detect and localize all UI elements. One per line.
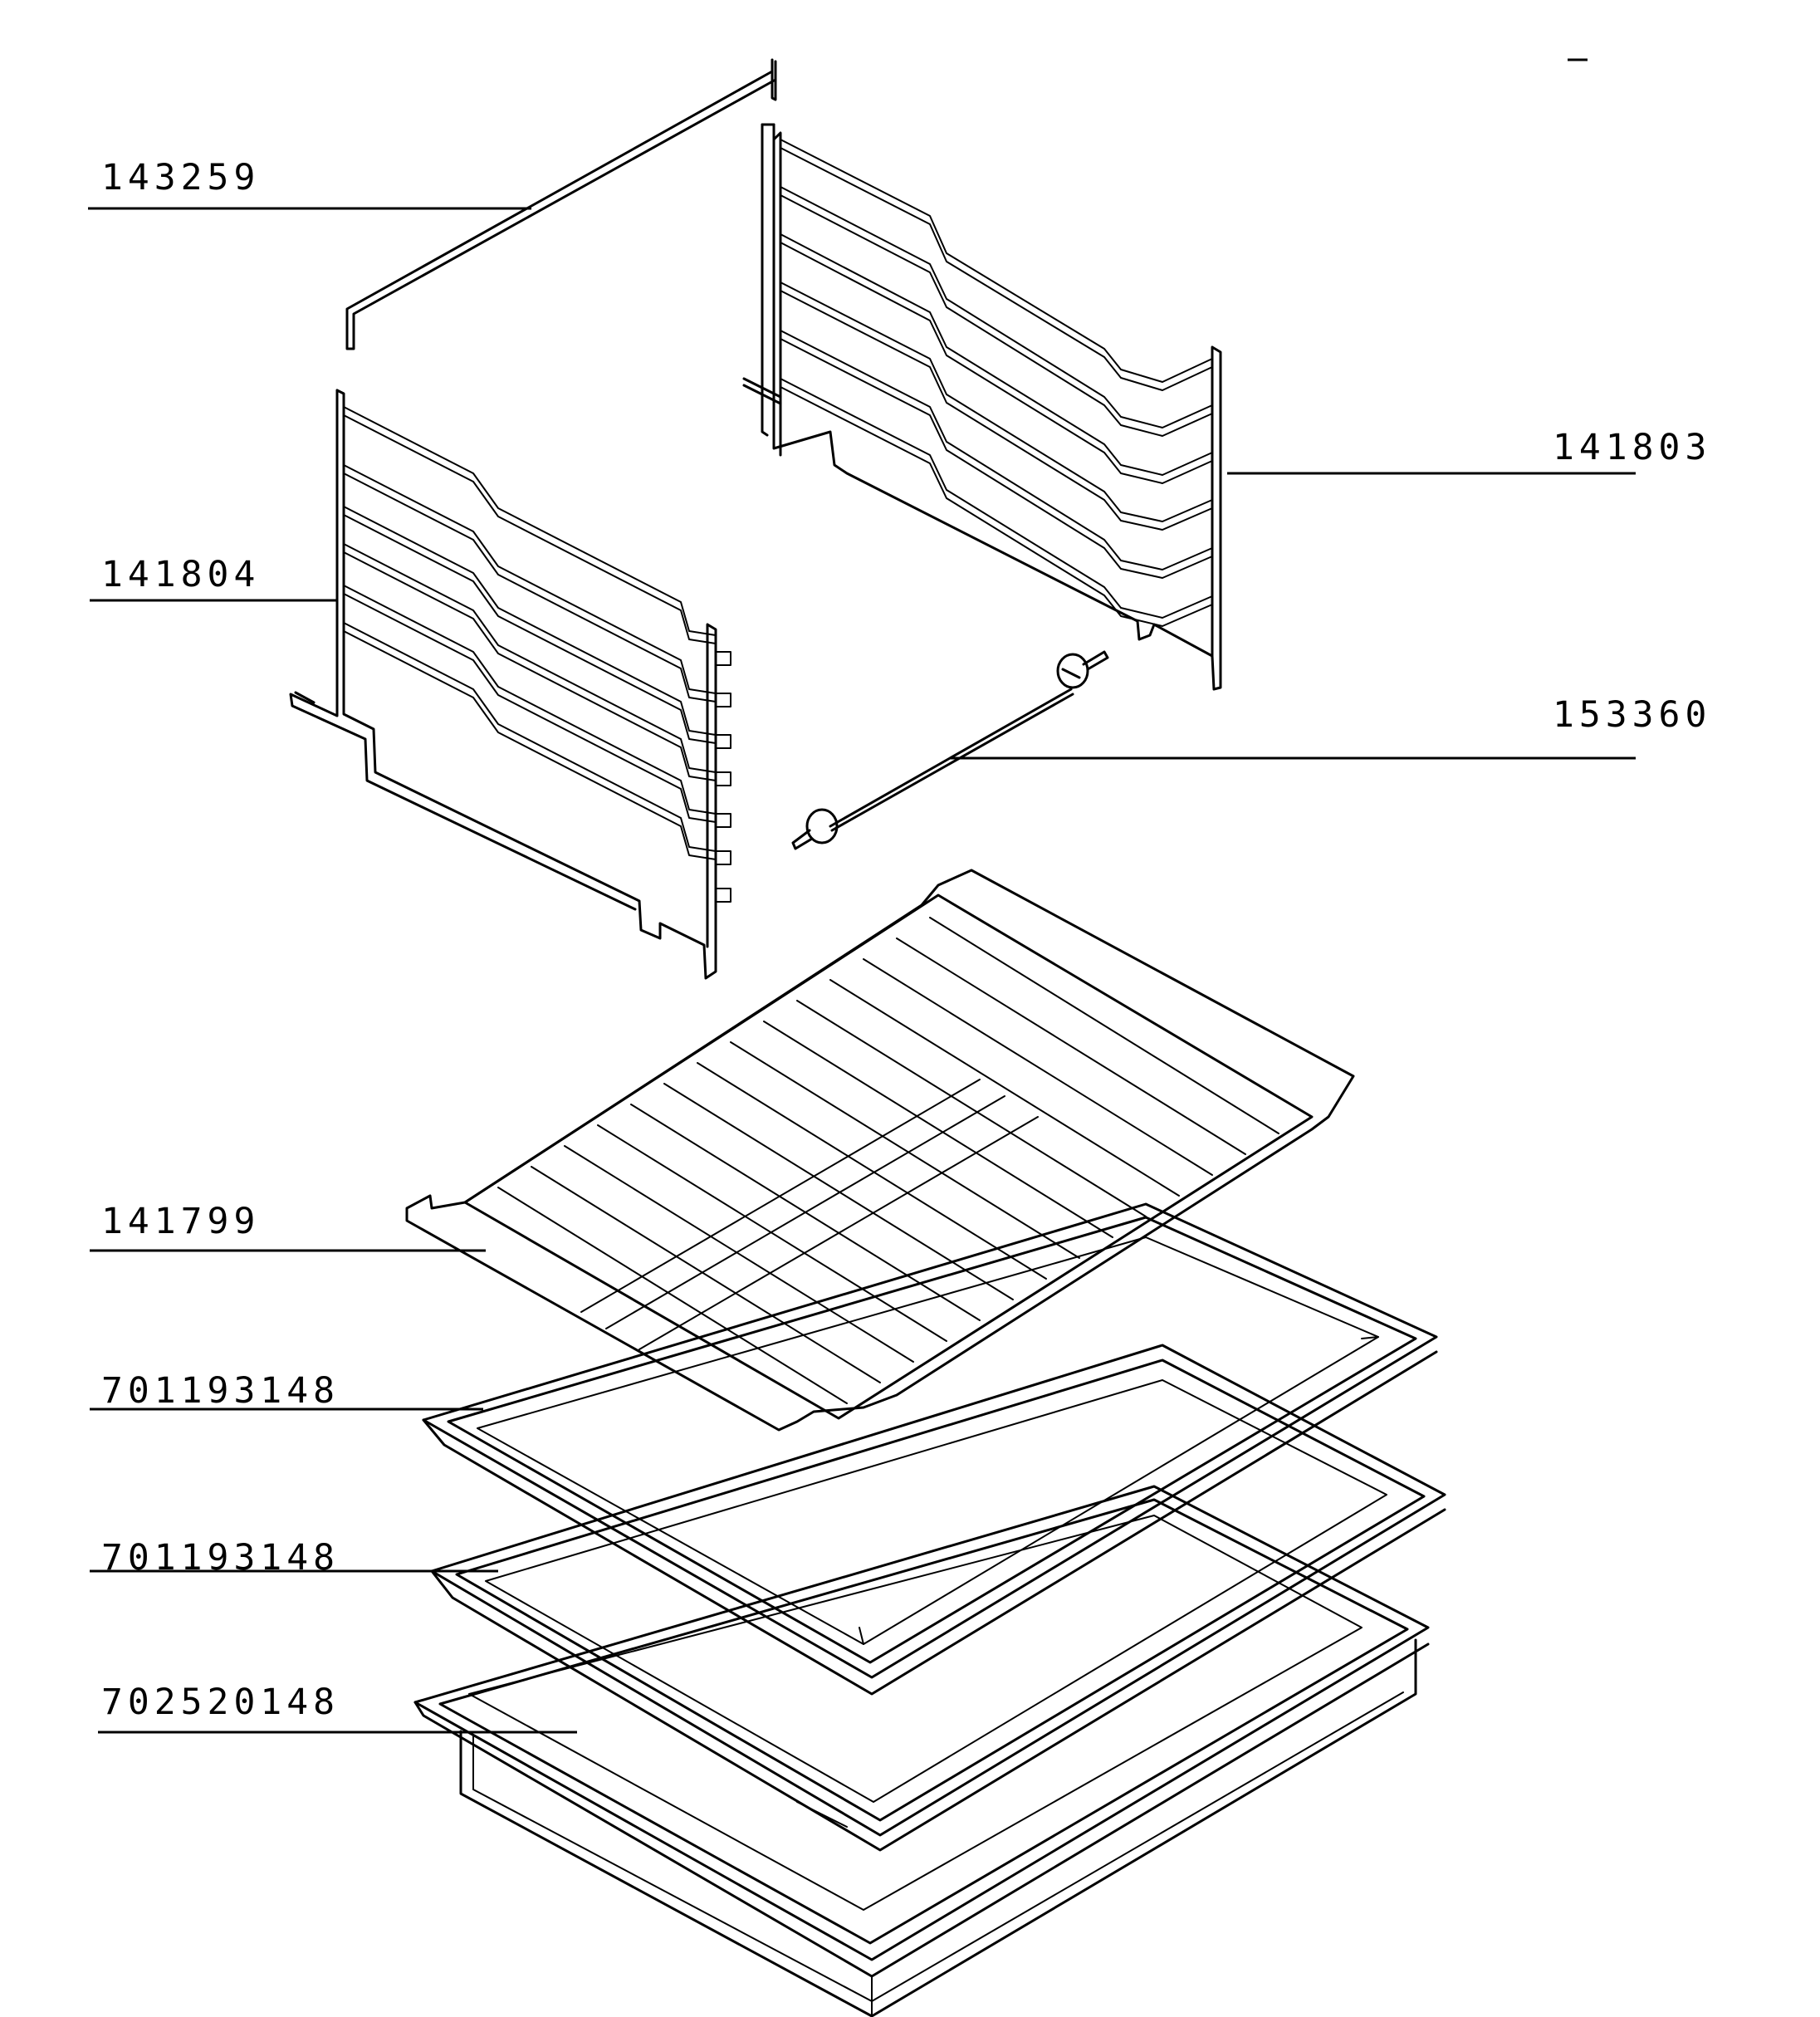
left-rack-rungs <box>343 406 717 860</box>
part-141803-right-rack <box>742 123 1222 691</box>
part-701193148-tray-upper <box>422 1202 1438 1696</box>
part-141804-left-rack <box>289 389 731 980</box>
label-153360: 153360 <box>1553 694 1711 736</box>
label-701193148-a: 701193148 <box>101 1370 340 1412</box>
label-143259: 143259 <box>101 157 260 198</box>
label-141803: 141803 <box>1553 427 1711 468</box>
part-702520148-deep-pan <box>413 1485 1430 2017</box>
label-702520148: 702520148 <box>101 1682 340 1723</box>
part-141799-wire-shelf <box>405 869 1355 1432</box>
left-rack-hooks <box>715 651 731 903</box>
wire-shelf-bars <box>497 917 1279 1404</box>
label-141804: 141804 <box>101 554 260 595</box>
part-143259-rail <box>345 58 777 350</box>
part-701193148-tray-lower <box>430 1344 1446 1852</box>
right-rack-rungs <box>780 139 1213 627</box>
label-141799: 141799 <box>101 1201 260 1242</box>
part-153360-rod <box>791 650 1109 850</box>
